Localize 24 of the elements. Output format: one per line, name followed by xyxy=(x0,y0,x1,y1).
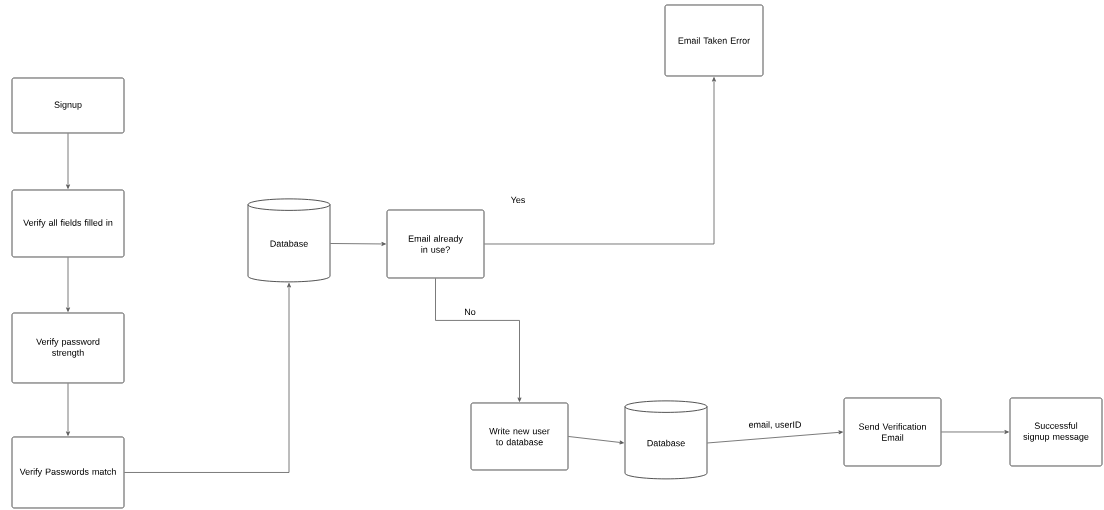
arrow xyxy=(484,77,716,245)
arrow xyxy=(330,241,386,246)
arrow xyxy=(66,383,70,436)
edge-label: email, userID xyxy=(747,420,803,430)
decision-box: Email already in use? xyxy=(386,209,485,279)
process-box: Verify password strength xyxy=(11,312,125,384)
process-box: Successful signup message xyxy=(1009,397,1103,467)
arrow xyxy=(66,257,70,312)
process-box: Verify Passwords match xyxy=(11,436,125,509)
process-box: Email Taken Error xyxy=(664,4,764,77)
edge-label: Yes xyxy=(509,195,527,205)
arrow xyxy=(707,430,843,444)
arrow xyxy=(941,430,1009,434)
database-cylinder: Database xyxy=(247,198,331,283)
edge-label: No xyxy=(463,307,477,317)
arrow xyxy=(435,278,522,402)
arrow xyxy=(66,133,70,189)
arrow xyxy=(568,436,624,445)
database-cylinder: Database xyxy=(624,400,708,480)
arrow xyxy=(124,282,291,473)
process-box: Verify all fields filled in xyxy=(11,189,125,258)
process-box: Write new user to database xyxy=(470,402,569,471)
process-box: Send Verification Email xyxy=(843,397,942,467)
process-box: Signup xyxy=(11,77,125,134)
